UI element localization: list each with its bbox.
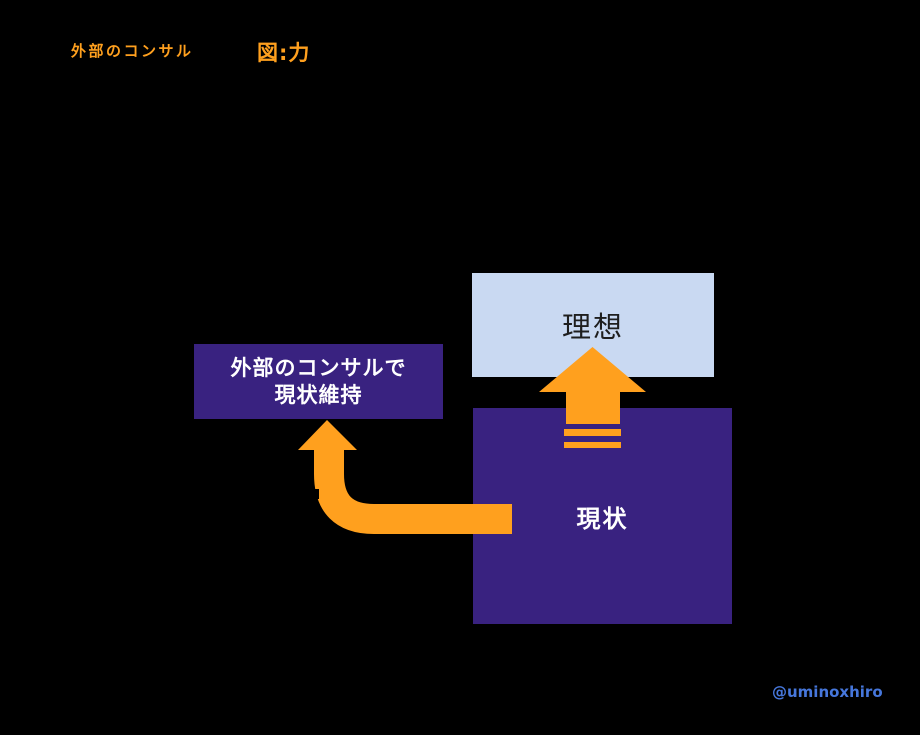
header-category-label: 外部のコンサル (71, 42, 194, 60)
author-credit: @uminoxhiro (772, 683, 883, 701)
current-state-box: 現状 (473, 408, 732, 624)
consultant-box-line2: 現状維持 (274, 382, 363, 407)
consultant-box-line1: 外部のコンサルで (230, 355, 407, 380)
ideal-state-label: 理想 (561, 310, 624, 344)
consultant-status-quo-box: 外部のコンサルで 現状維持 (194, 344, 443, 419)
arrow-black-speck (313, 489, 319, 499)
ideal-state-box: 理想 (472, 273, 714, 377)
page-title: 図:力 (257, 41, 311, 65)
current-state-label: 現状 (576, 504, 629, 533)
